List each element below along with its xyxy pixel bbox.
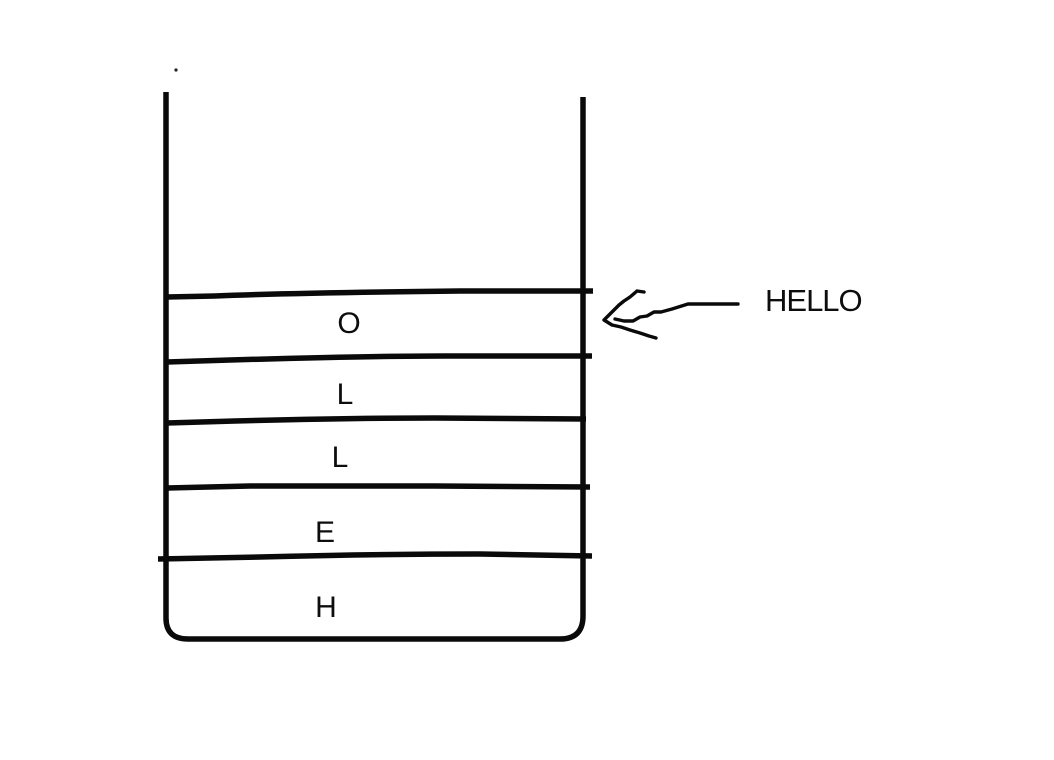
stack-item-letter: H xyxy=(315,591,337,624)
stack-dividers xyxy=(157,288,593,562)
stack-container-outline xyxy=(163,92,586,642)
stack-divider-3 xyxy=(166,415,587,426)
arrow-shaft xyxy=(613,302,740,323)
stack-divider-4 xyxy=(166,483,591,491)
stack-item-letter: O xyxy=(337,307,360,340)
stack-items: O L L E H xyxy=(315,307,361,624)
stack-item-letter: L xyxy=(337,378,354,411)
stack-item-letter: E xyxy=(315,516,335,549)
stack-item-letter: L xyxy=(332,441,349,474)
stack-divider-2 xyxy=(166,353,592,365)
top-of-stack-arrow xyxy=(602,289,740,340)
arrow-label-hello: HELLO xyxy=(765,283,862,318)
stack-divider-5 xyxy=(157,551,593,562)
stack-divider-top xyxy=(166,288,593,300)
stray-pen-dot xyxy=(174,68,178,72)
arrow-head xyxy=(602,289,658,340)
